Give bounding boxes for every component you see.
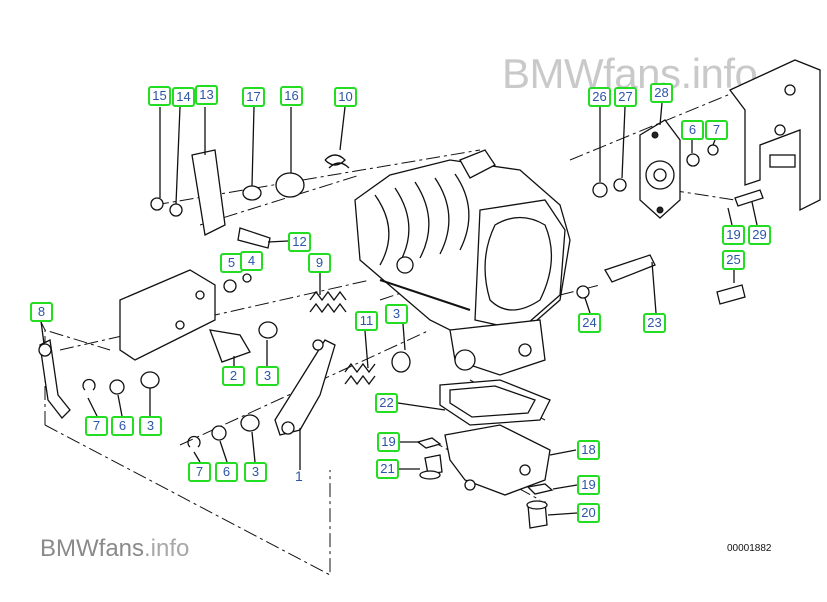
callout-19-upper[interactable]: 19: [722, 225, 745, 245]
callout-2[interactable]: 2: [222, 366, 245, 386]
callout-19-right[interactable]: 19: [577, 475, 600, 495]
leader-lines: [40, 102, 758, 516]
callout-20[interactable]: 20: [577, 503, 600, 523]
idle-valve-assembly: [416, 379, 554, 529]
callout-17[interactable]: 17: [242, 87, 265, 107]
callout-23[interactable]: 23: [643, 313, 666, 333]
label-1[interactable]: 1: [295, 468, 303, 484]
callout-18[interactable]: 18: [577, 440, 600, 460]
callout-7-upper-right[interactable]: 7: [705, 120, 728, 140]
callout-6-left[interactable]: 6: [111, 416, 134, 436]
callout-21[interactable]: 21: [376, 459, 399, 479]
callout-19-left[interactable]: 19: [377, 432, 400, 452]
callout-26[interactable]: 26: [588, 87, 611, 107]
callout-3-lever[interactable]: 3: [256, 366, 279, 386]
throttle-lever: [274, 339, 336, 436]
callout-6-lower[interactable]: 6: [215, 462, 238, 482]
callout-6-upper-right[interactable]: 6: [681, 120, 704, 140]
callout-28[interactable]: 28: [650, 83, 673, 103]
reference-code: 00001882: [727, 543, 772, 554]
small-parts: [38, 144, 764, 448]
springs: [309, 154, 376, 386]
callout-14[interactable]: 14: [172, 87, 195, 107]
top-right-bracket: [728, 59, 821, 212]
throttle-body-housing: [354, 149, 571, 376]
callout-27[interactable]: 27: [614, 87, 637, 107]
callout-9[interactable]: 9: [308, 253, 331, 273]
callout-22[interactable]: 22: [375, 393, 398, 413]
callout-15[interactable]: 15: [148, 86, 171, 106]
callout-25[interactable]: 25: [722, 250, 745, 270]
callout-8[interactable]: 8: [30, 302, 53, 322]
callout-3-lower[interactable]: 3: [244, 462, 267, 482]
callout-10[interactable]: 10: [334, 87, 357, 107]
callout-7-left[interactable]: 7: [85, 416, 108, 436]
callout-11[interactable]: 11: [355, 311, 378, 331]
callout-3-left[interactable]: 3: [139, 416, 162, 436]
watermark-bottom: BMWfans.info: [40, 535, 190, 562]
callout-16[interactable]: 16: [280, 86, 303, 106]
callout-7-lower[interactable]: 7: [188, 462, 211, 482]
callout-3-center[interactable]: 3: [385, 304, 408, 324]
linkage-bracket: [119, 269, 251, 363]
callout-12[interactable]: 12: [288, 232, 311, 252]
flange-plate: [639, 119, 681, 219]
callout-13[interactable]: 13: [195, 85, 218, 105]
callout-24[interactable]: 24: [578, 313, 601, 333]
callout-29[interactable]: 29: [748, 225, 771, 245]
callout-4[interactable]: 4: [240, 251, 263, 271]
